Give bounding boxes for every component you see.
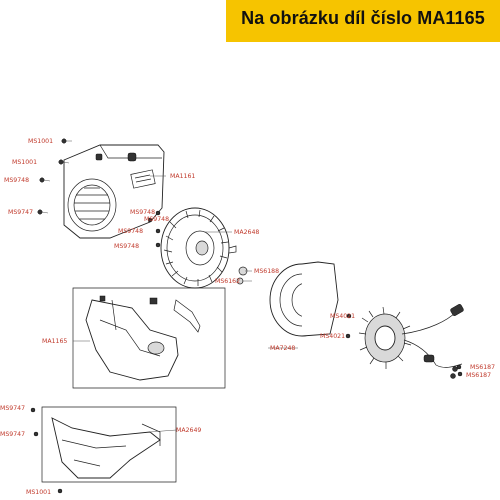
label-ms9747-lower-a: MS9747 bbox=[0, 405, 25, 412]
label-ms9747-left: MS9747 bbox=[8, 209, 33, 216]
label-ma1165: MA1165 bbox=[42, 338, 67, 345]
fan-cover-part bbox=[63, 144, 165, 239]
label-ms6187-a: MS6187 bbox=[470, 364, 495, 371]
label-ms6188: MS6188 bbox=[254, 268, 279, 275]
lower-shroud-part-box bbox=[41, 406, 177, 483]
label-ms9748-d: MS9748 bbox=[114, 243, 139, 250]
label-ms4021-a: MS4021 bbox=[330, 313, 355, 320]
label-ms6162: MS6162 bbox=[215, 278, 240, 285]
label-ma2648: MA2648 bbox=[234, 229, 259, 236]
label-ma2649: MA2649 bbox=[176, 427, 201, 434]
label-ms9747-lower-b: MS9747 bbox=[0, 431, 25, 438]
magneto-rotor-part bbox=[269, 261, 339, 337]
header-banner: Na obrázku díl číslo MA1165 bbox=[226, 0, 500, 42]
label-ma1161: MA1161 bbox=[170, 173, 195, 180]
label-ms9748-b: MS9748 bbox=[144, 216, 169, 223]
label-ms9748-left: MS9748 bbox=[4, 177, 29, 184]
label-ms9748-a: MS9748 bbox=[130, 209, 155, 216]
leader-lines bbox=[73, 175, 298, 433]
flywheel-part bbox=[160, 207, 237, 289]
banner-title: Na obrázku díl číslo MA1165 bbox=[241, 8, 485, 28]
label-ms1001-bottom: MS1001 bbox=[26, 489, 51, 496]
label-ms9748-c: MS9748 bbox=[118, 228, 143, 235]
stator-coil-part bbox=[358, 304, 464, 379]
bolt-hardware bbox=[30, 138, 463, 494]
label-ms1001-top: MS1001 bbox=[28, 138, 53, 145]
label-ma7248: MA7248 bbox=[270, 345, 295, 352]
label-ms6187-b: MS6187 bbox=[466, 372, 491, 379]
part-labels: MS1001 MS1001 MS9748 MS9747 MA1161 MS974… bbox=[0, 138, 495, 496]
shroud-part-box bbox=[72, 287, 226, 389]
label-ms1001-second: MS1001 bbox=[12, 159, 37, 166]
label-ms4021-b: MS4021 bbox=[320, 333, 345, 340]
